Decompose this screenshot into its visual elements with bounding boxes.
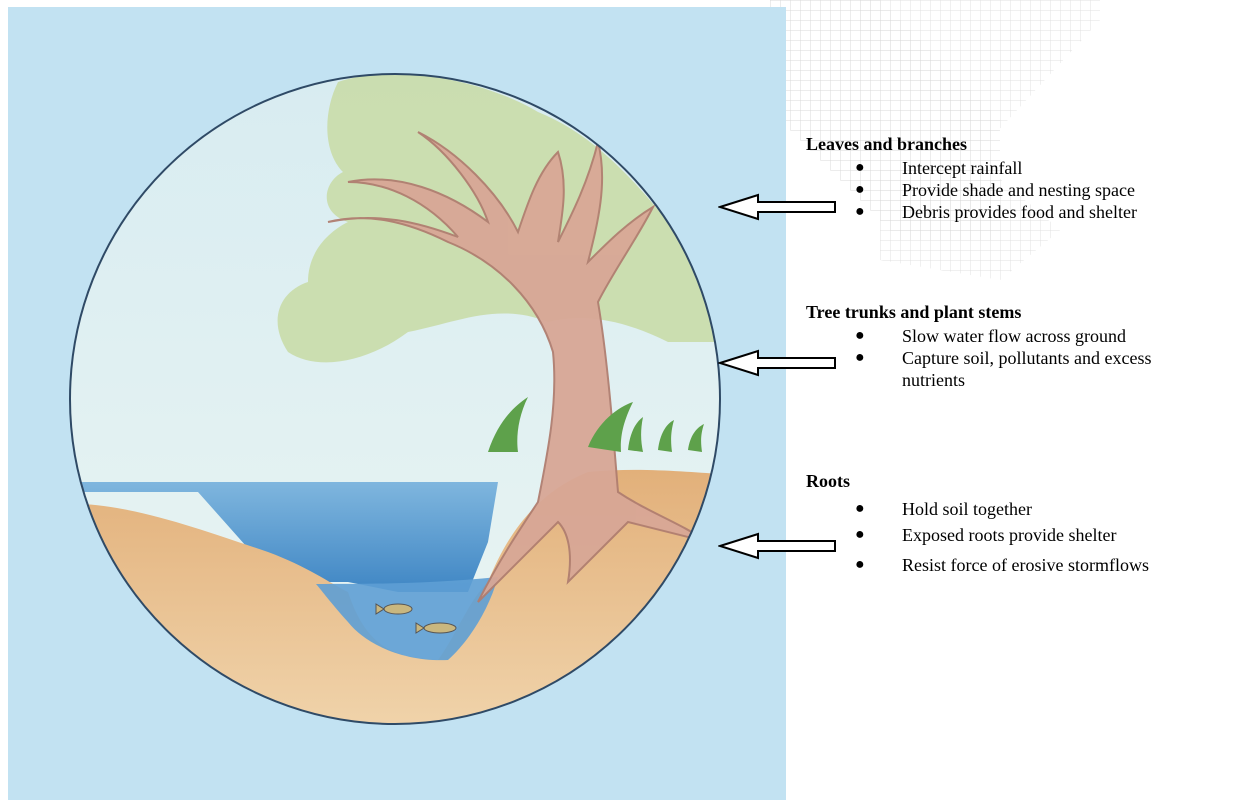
section-roots: Roots ●Hold soil together ●Exposed roots… <box>806 470 1244 576</box>
section-heading: Tree trunks and plant stems <box>806 301 1244 323</box>
bullet-icon: ● <box>855 554 865 576</box>
list-item: ●Resist force of erosive stormflows <box>806 554 1244 576</box>
bullet-list: ●Hold soil together ●Exposed roots provi… <box>806 498 1244 576</box>
bullet-icon: ● <box>855 157 865 179</box>
bullet-list: ●Slow water flow across ground ●Capture … <box>806 325 1244 391</box>
list-item: ●Slow water flow across ground <box>806 325 1244 347</box>
riparian-tree-illustration <box>68 72 722 726</box>
section-tree-trunks-and-plant-stems: Tree trunks and plant stems ●Slow water … <box>806 301 1244 391</box>
list-item: ●Debris provides food and shelter <box>806 201 1244 223</box>
list-item: ●Capture soil, pollutants and excess nut… <box>806 347 1212 391</box>
bullet-icon: ● <box>855 325 865 347</box>
bullet-icon: ● <box>855 201 865 223</box>
section-heading: Roots <box>806 470 1244 492</box>
bullet-icon: ● <box>855 347 865 369</box>
bullet-icon: ● <box>855 179 865 201</box>
list-item: ●Exposed roots provide shelter <box>806 524 1244 546</box>
list-item: ●Provide shade and nesting space <box>806 179 1244 201</box>
list-item: ●Hold soil together <box>806 498 1244 520</box>
section-heading: Leaves and branches <box>806 133 1244 155</box>
bullet-list: ●Intercept rainfall ●Provide shade and n… <box>806 157 1244 223</box>
section-leaves-and-branches: Leaves and branches ●Intercept rainfall … <box>806 133 1244 223</box>
list-item: ●Intercept rainfall <box>806 157 1244 179</box>
bullet-icon: ● <box>855 498 865 520</box>
bullet-icon: ● <box>855 524 865 546</box>
